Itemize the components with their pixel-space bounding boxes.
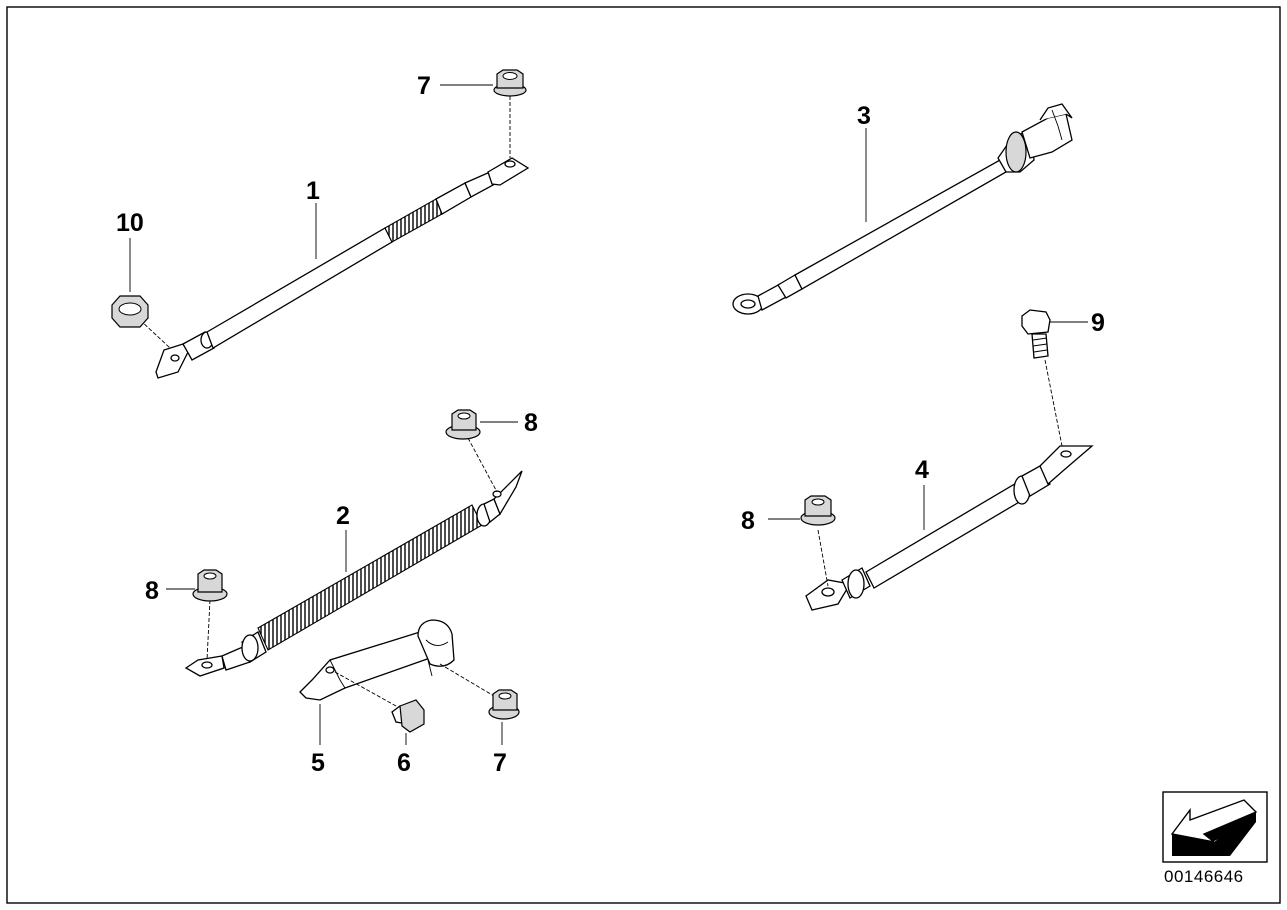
- flange-nut-part-8-left[interactable]: [192, 569, 228, 602]
- callout-8-left: 8: [145, 577, 159, 605]
- callout-10: 10: [116, 209, 144, 237]
- nut-part-10[interactable]: [111, 295, 149, 328]
- flange-nut-part-7-lower[interactable]: [488, 689, 520, 720]
- bolt-part-6[interactable]: [391, 699, 425, 733]
- flange-nut-part-8-upper[interactable]: [445, 409, 481, 440]
- part-number-label: 00146646: [1164, 867, 1244, 886]
- callout-5: 5: [311, 749, 325, 777]
- arrow-direction-icon: [1162, 791, 1268, 863]
- callout-8-upper: 8: [524, 409, 538, 437]
- callout-4: 4: [915, 456, 929, 484]
- callout-3: 3: [857, 102, 871, 130]
- cable-part-2[interactable]: [184, 470, 523, 677]
- callout-9: 9: [1091, 309, 1105, 337]
- bracket-part-5[interactable]: [299, 619, 455, 701]
- callout-6: 6: [397, 749, 411, 777]
- callout-7-top: 7: [417, 72, 431, 100]
- bolt-part-9[interactable]: [1021, 309, 1051, 359]
- flange-nut-part-8-right[interactable]: [800, 495, 836, 526]
- callout-8-right: 8: [741, 507, 755, 535]
- diagram-frame: [6, 6, 1281, 904]
- cable-part-1[interactable]: [155, 157, 530, 379]
- cable-part-4[interactable]: [805, 445, 1094, 611]
- callout-1: 1: [306, 177, 320, 205]
- callout-7-lower: 7: [493, 749, 507, 777]
- cable-part-3[interactable]: [732, 103, 1073, 315]
- callout-2: 2: [336, 502, 350, 530]
- flange-nut-part-7-top[interactable]: [493, 69, 527, 97]
